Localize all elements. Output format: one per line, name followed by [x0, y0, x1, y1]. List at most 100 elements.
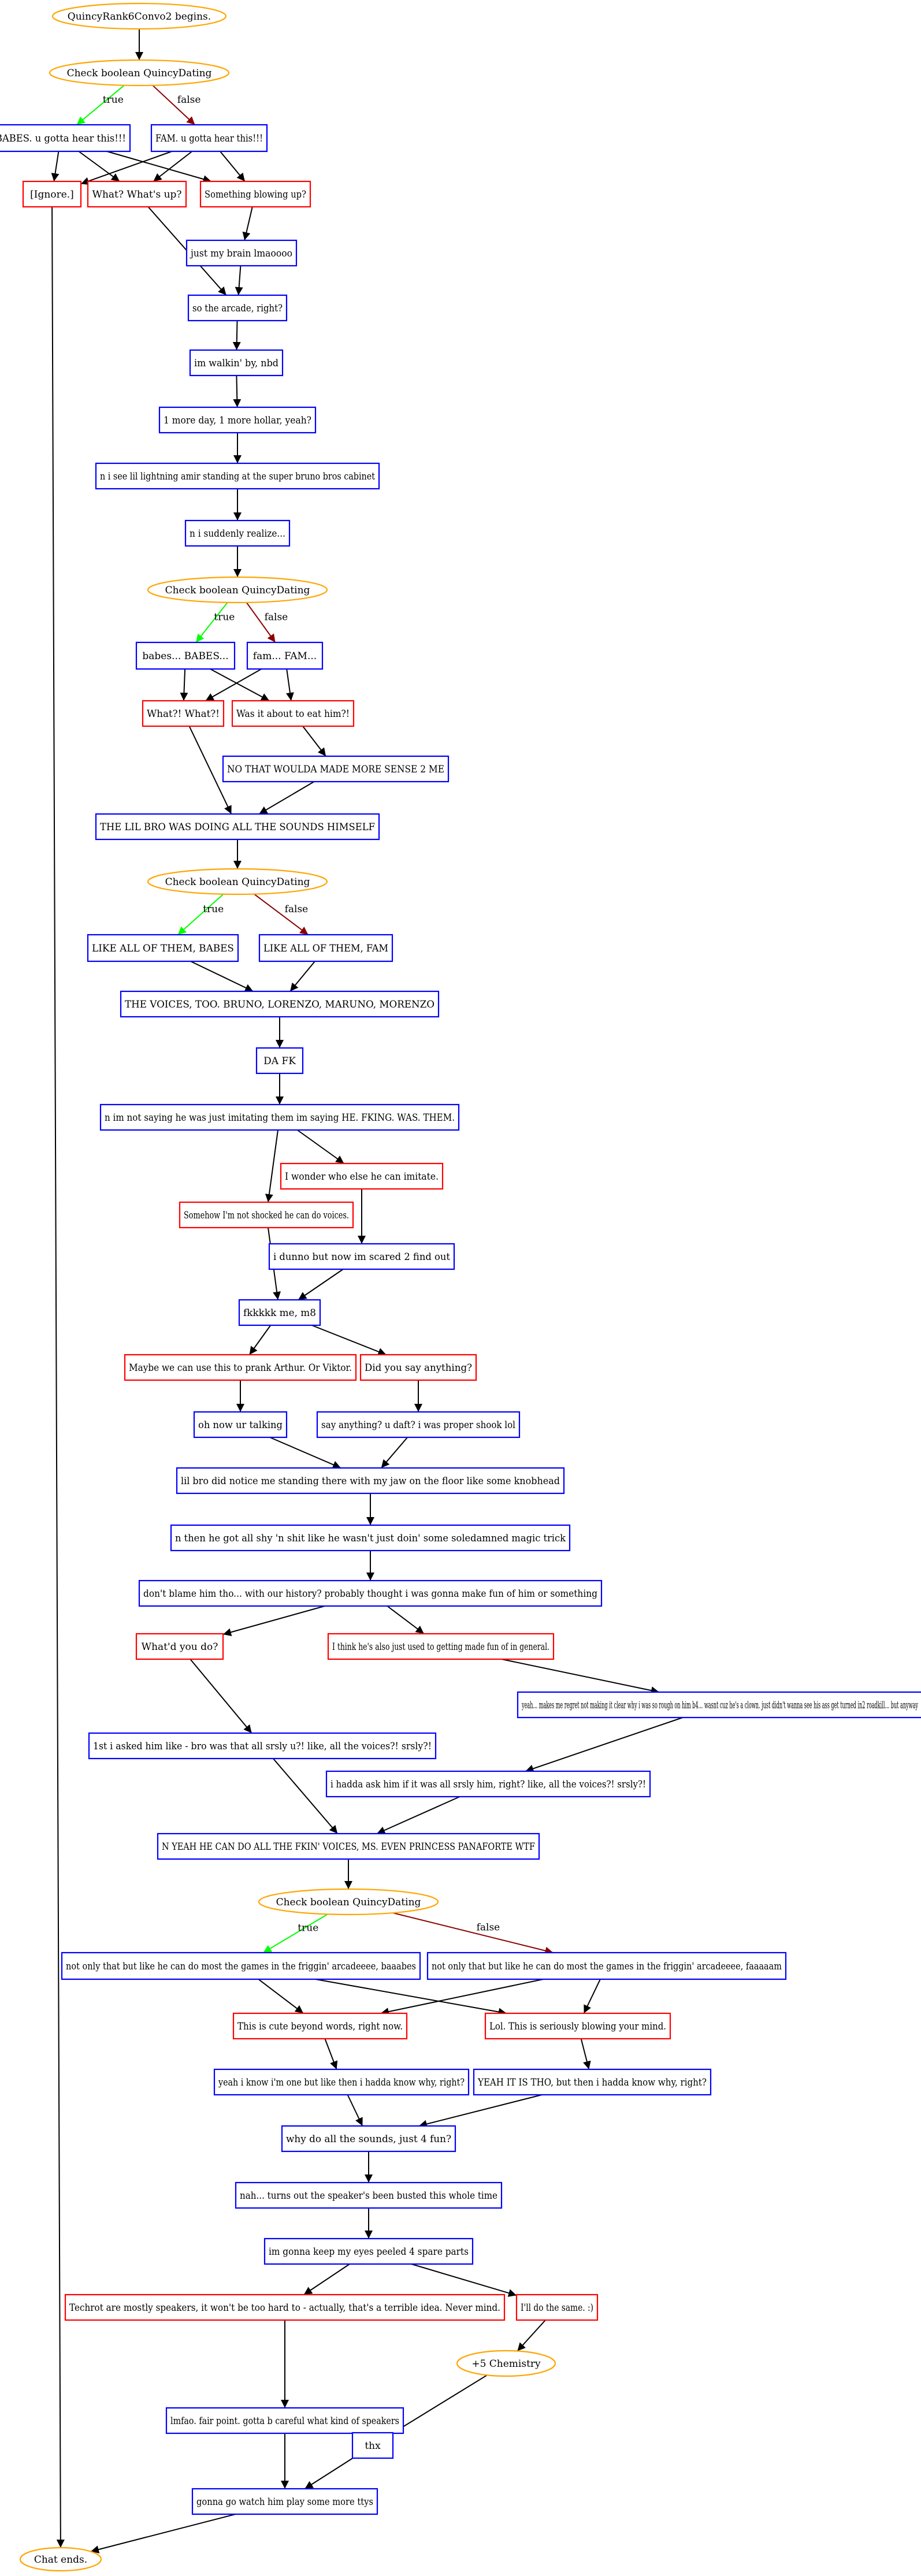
- node-box: [213, 2068, 470, 2096]
- edge-fam1-to-ignore: [80, 151, 172, 185]
- node-fam2: fam... FAM...: [246, 641, 324, 670]
- node-arcade: so the arcade, right?: [187, 294, 288, 322]
- node-blowing: Something blowing up?: [199, 180, 311, 208]
- node-label: fkkkkk me, m8: [243, 1307, 316, 1319]
- edge-label-false: false: [285, 904, 309, 915]
- node-chem: +5 Chemistry: [456, 2350, 556, 2377]
- node-box: [316, 1411, 521, 1438]
- edge-fam2-to-whatwhat: [205, 668, 262, 701]
- node-label: Check boolean QuincyDating: [276, 1897, 421, 1908]
- edge-thx-to-watch: [304, 2458, 354, 2489]
- edge-gamesfam-to-lolmind: [583, 1979, 601, 2014]
- node-fam1: FAM. u gotta hear this!!!: [150, 124, 268, 153]
- node-end: Chat ends.: [19, 2547, 102, 2572]
- node-label: n i suddenly realize...: [190, 528, 285, 540]
- node-dafk: DA FK: [255, 1047, 304, 1075]
- node-box: [222, 755, 450, 783]
- edge-fam1-to-blowing: [220, 151, 246, 182]
- edge-askedhim-to-princess: [273, 1758, 338, 1834]
- node-babes2: babes... BABES...: [135, 641, 236, 670]
- node-box: [327, 1633, 555, 1660]
- node-label: I wonder who else he can imitate.: [285, 1171, 439, 1183]
- node-prank: Maybe we can use this to prank Arthur. O…: [124, 1354, 357, 1381]
- node-check2: Check boolean QuincyDating: [147, 576, 328, 604]
- node-hadda: i hadda ask him if it was all srsly him,…: [325, 1770, 651, 1798]
- node-box: [157, 1832, 540, 1860]
- node-box: [199, 180, 311, 208]
- node-label: Was it about to eat him?!: [236, 708, 350, 720]
- node-label: This is cute beyond words, right now.: [237, 2021, 403, 2032]
- node-whatsup: What? What's up?: [87, 180, 187, 208]
- node-notshocked: Somehow I'm not shocked he can do voices…: [179, 1201, 354, 1229]
- edge-regret-to-hadda: [525, 1717, 683, 1773]
- edge-label-false: false: [265, 611, 288, 623]
- edge-likeallfam-to-voices: [289, 961, 315, 992]
- edge-likeallbabes-to-voices: [190, 961, 254, 992]
- edge-babes1-to-blowing: [106, 151, 211, 183]
- node-box: [231, 700, 355, 727]
- edge-fam2-to-eathim: [286, 668, 294, 701]
- edge-history-to-usedto: [387, 1605, 425, 1634]
- node-cute: This is cute beyond words, right now.: [232, 2012, 408, 2040]
- edge-dunno-to-fkkk: [298, 1269, 344, 1300]
- node-box: [189, 349, 284, 377]
- node-whatdyoudo: What'd you do?: [135, 1633, 224, 1660]
- node-label: Lol. This is seriously blowing your mind…: [489, 2021, 666, 2032]
- node-box: [515, 2294, 599, 2321]
- edge-watch-to-end: [90, 2514, 236, 2553]
- node-keepeyes: im gonna keep my eyes peeled 4 spare par…: [263, 2237, 474, 2265]
- node-box: [142, 700, 225, 727]
- node-ellipse: [258, 1888, 439, 1916]
- node-label: YEAH IT IS THO, but then i hadda know wh…: [477, 2077, 707, 2088]
- edge-whatdyoudo-to-askedhim: [190, 1659, 252, 1734]
- node-box: [0, 124, 131, 153]
- node-label: Techrot are mostly speakers, it won't be…: [69, 2302, 500, 2314]
- node-label: i dunno but now im scared 2 find out: [273, 1251, 450, 1263]
- node-ohnow: oh now ur talking: [193, 1411, 288, 1438]
- edge-fkkk-to-prank: [248, 1325, 272, 1355]
- edge-check1-to-fam1: [152, 85, 196, 125]
- node-box: [517, 1691, 921, 1719]
- node-box: [87, 180, 187, 208]
- node-label: FAM. u gotta hear this!!!: [155, 133, 263, 144]
- edge-chem-to-thx: [392, 2374, 488, 2434]
- node-babes1: BABES. u gotta hear this!!!: [0, 124, 131, 153]
- node-start: QuincyRank6Convo2 begins.: [51, 2, 227, 30]
- edge-keepeyes-to-illdo: [411, 2263, 517, 2297]
- node-label: [Ignore.]: [30, 189, 74, 200]
- node-box: [473, 2068, 712, 2096]
- edge-yeahitis-to-whysounds: [418, 2094, 543, 2128]
- node-label: yeah i know i'm one but like then i hadd…: [218, 2077, 465, 2088]
- node-box: [184, 519, 291, 547]
- node-box: [135, 1633, 224, 1660]
- node-onemore: 1 more day, 1 more hollar, yeah?: [158, 406, 317, 434]
- node-whysounds: why do all the sounds, just 4 fun?: [281, 2125, 456, 2153]
- edge-gamesfam-to-cute: [380, 1979, 544, 2016]
- node-box: [135, 641, 236, 670]
- node-label: Check boolean QuincyDating: [165, 876, 310, 888]
- node-box: [255, 1047, 304, 1075]
- node-box: [64, 2294, 506, 2321]
- edge-gamesbabes-to-cute: [258, 1979, 304, 2014]
- edge-check1-to-babes1: [76, 84, 125, 125]
- node-label: don't blame him tho... with our history?…: [143, 1588, 597, 1600]
- node-box: [22, 180, 82, 208]
- node-label: just my brain lmaoooo: [190, 248, 292, 259]
- edge-ignore-to-end: [51, 206, 65, 2548]
- node-box: [280, 1162, 444, 1190]
- node-box: [325, 1770, 651, 1798]
- edge-hadda-to-princess: [376, 1796, 460, 1834]
- edge-ohnow-to-jaw: [269, 1437, 341, 1469]
- node-gamesfam: not only that but like he can do most th…: [426, 1951, 787, 1980]
- node-label: nah... turns out the speaker's been bust…: [240, 2190, 497, 2202]
- node-box: [95, 462, 380, 490]
- node-ellipse: [456, 2350, 556, 2377]
- node-label: 1st i asked him like - bro was that all …: [93, 1741, 432, 1752]
- edge-babes1-to-whatsup: [78, 151, 120, 182]
- edge-label-true: true: [298, 1923, 318, 1934]
- edge-check4-to-gamesfam: [392, 1912, 554, 1955]
- edge-yeahiknow-to-whysounds: [347, 2094, 363, 2127]
- edge-keepeyes-to-techrot: [303, 2263, 350, 2295]
- node-lilamir: n i see lil lightning amir standing at t…: [95, 462, 380, 490]
- node-box: [238, 1299, 321, 1326]
